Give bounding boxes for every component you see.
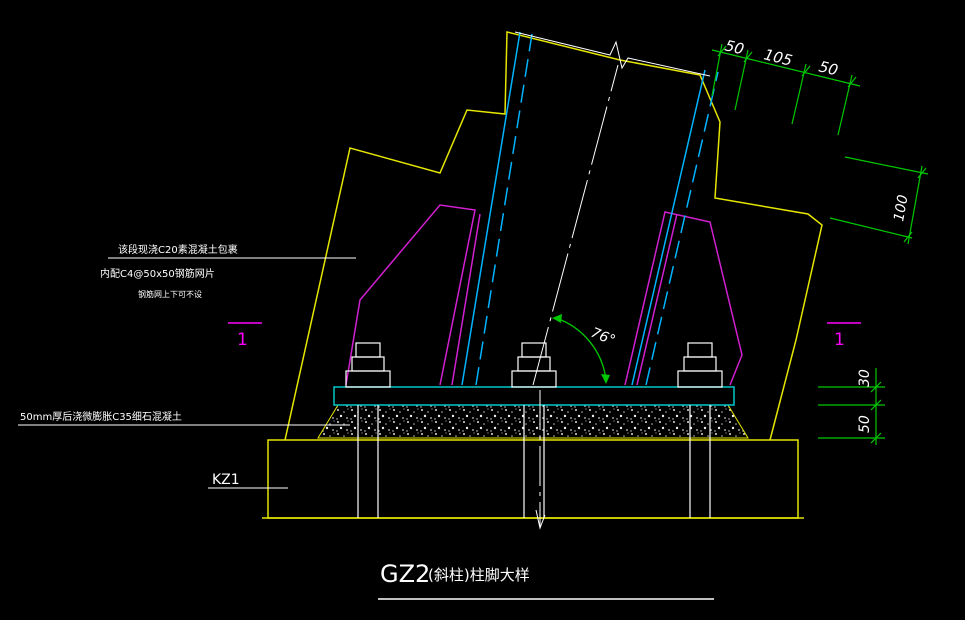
column-edges xyxy=(461,31,719,386)
note-grout: 50mm厚后浇微膨胀C35细石混凝土 xyxy=(20,410,182,423)
angle-dimension: 76° xyxy=(552,314,618,384)
note-mesh-optional: 钢筋网上下可不设 xyxy=(138,289,202,299)
top-dimension-chain xyxy=(711,43,861,136)
drawing-title-cjk: (斜柱)柱脚大样 xyxy=(428,566,530,584)
break-line xyxy=(514,31,711,77)
section-mark-left-label: 1 xyxy=(237,330,248,350)
base-block xyxy=(262,439,804,519)
section-mark-left: 1 xyxy=(228,322,262,350)
base-label: KZ1 xyxy=(212,472,240,488)
note-leaders xyxy=(18,257,356,489)
note-concrete-wrap: 该段现浇C20素混凝土包裹 xyxy=(118,243,238,256)
drawing-title: GZ2 (斜柱)柱脚大样 xyxy=(378,560,714,600)
dim-right-upper: 100 xyxy=(891,194,911,223)
stiffener-right xyxy=(624,211,743,386)
anchor-bolt-middle xyxy=(511,342,557,518)
right-upper-dimension xyxy=(829,156,929,245)
right-lower-dimension xyxy=(818,368,885,445)
dim-top-1: 50 xyxy=(723,36,746,58)
break-line-bottom xyxy=(535,509,546,530)
anchor-bolt-left xyxy=(345,342,391,518)
section-mark-right-label: 1 xyxy=(834,330,845,350)
stiffener-left xyxy=(345,204,481,386)
base-plate xyxy=(333,386,735,406)
encasement-outline xyxy=(284,31,823,441)
dim-top-3: 50 xyxy=(817,57,840,79)
dim-top-2: 105 xyxy=(762,45,794,69)
anchor-bolt-right xyxy=(677,342,723,518)
section-mark-right: 1 xyxy=(827,322,861,350)
dim-right-lower-1: 30 xyxy=(857,369,873,387)
grout-layer xyxy=(317,404,749,439)
dim-right-lower-2: 50 xyxy=(857,415,873,433)
note-mesh: 内配C4@50x50钢筋网片 xyxy=(100,267,215,280)
drawing-title-latin: GZ2 xyxy=(380,560,430,588)
column-centerline xyxy=(532,64,619,528)
